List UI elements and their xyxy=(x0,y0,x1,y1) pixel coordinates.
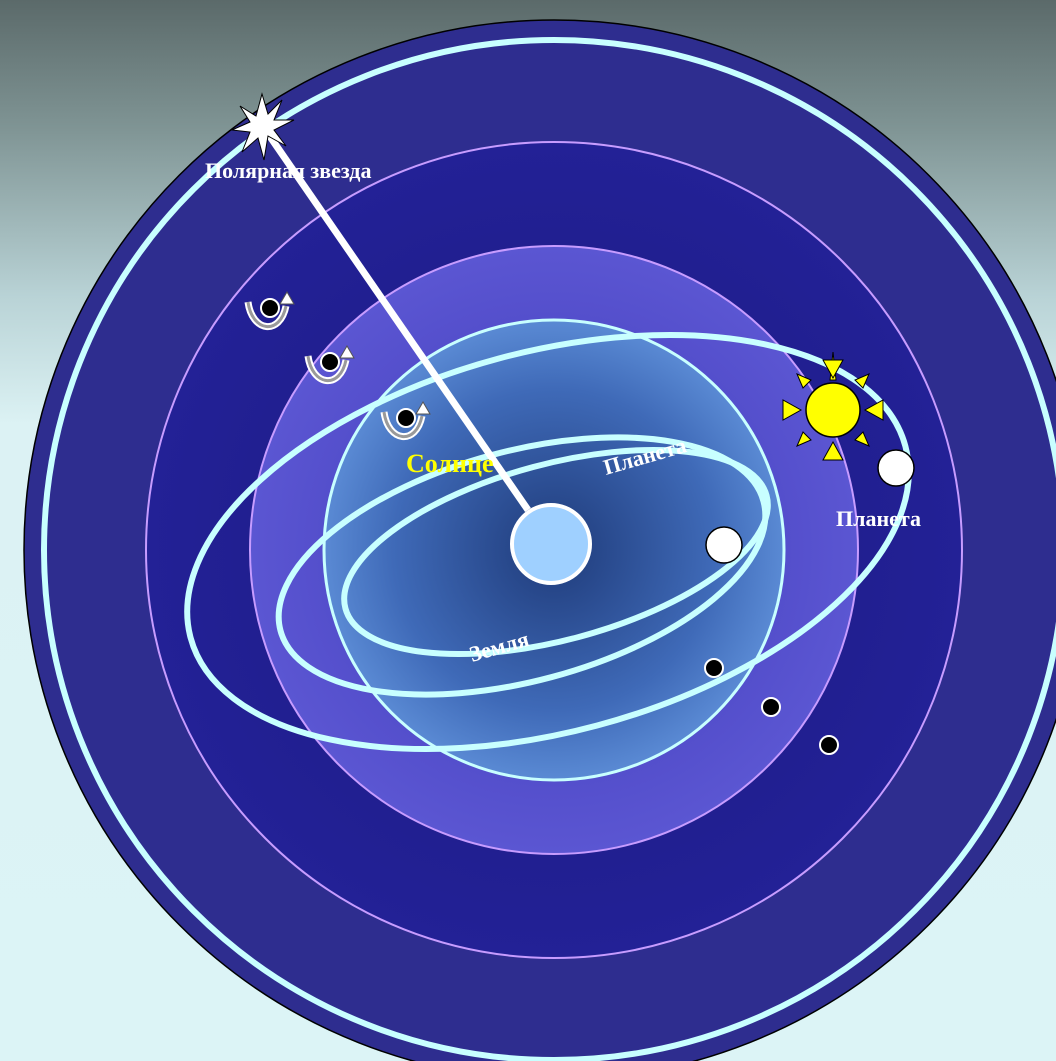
star-dot xyxy=(704,658,724,678)
sun-label: Солнце xyxy=(406,449,494,478)
rotation-arrow-icon xyxy=(380,401,431,440)
polaris-label: Полярная звезда xyxy=(205,158,371,183)
sun-icon xyxy=(782,351,884,461)
planet-outer-label: Планета xyxy=(836,506,921,531)
orbit-inner xyxy=(341,446,771,658)
planet-inner xyxy=(705,526,743,564)
star-dot xyxy=(761,697,781,717)
planet-outer xyxy=(877,449,915,487)
rotation-arrow-icon xyxy=(244,291,295,330)
star-dot xyxy=(819,735,839,755)
earth xyxy=(510,503,592,585)
rotation-arrow-icon xyxy=(304,345,355,384)
axis-line xyxy=(259,123,531,512)
star-burst-icon xyxy=(230,92,295,161)
orbit-outer xyxy=(184,331,912,753)
outer-ring xyxy=(41,37,1056,1061)
